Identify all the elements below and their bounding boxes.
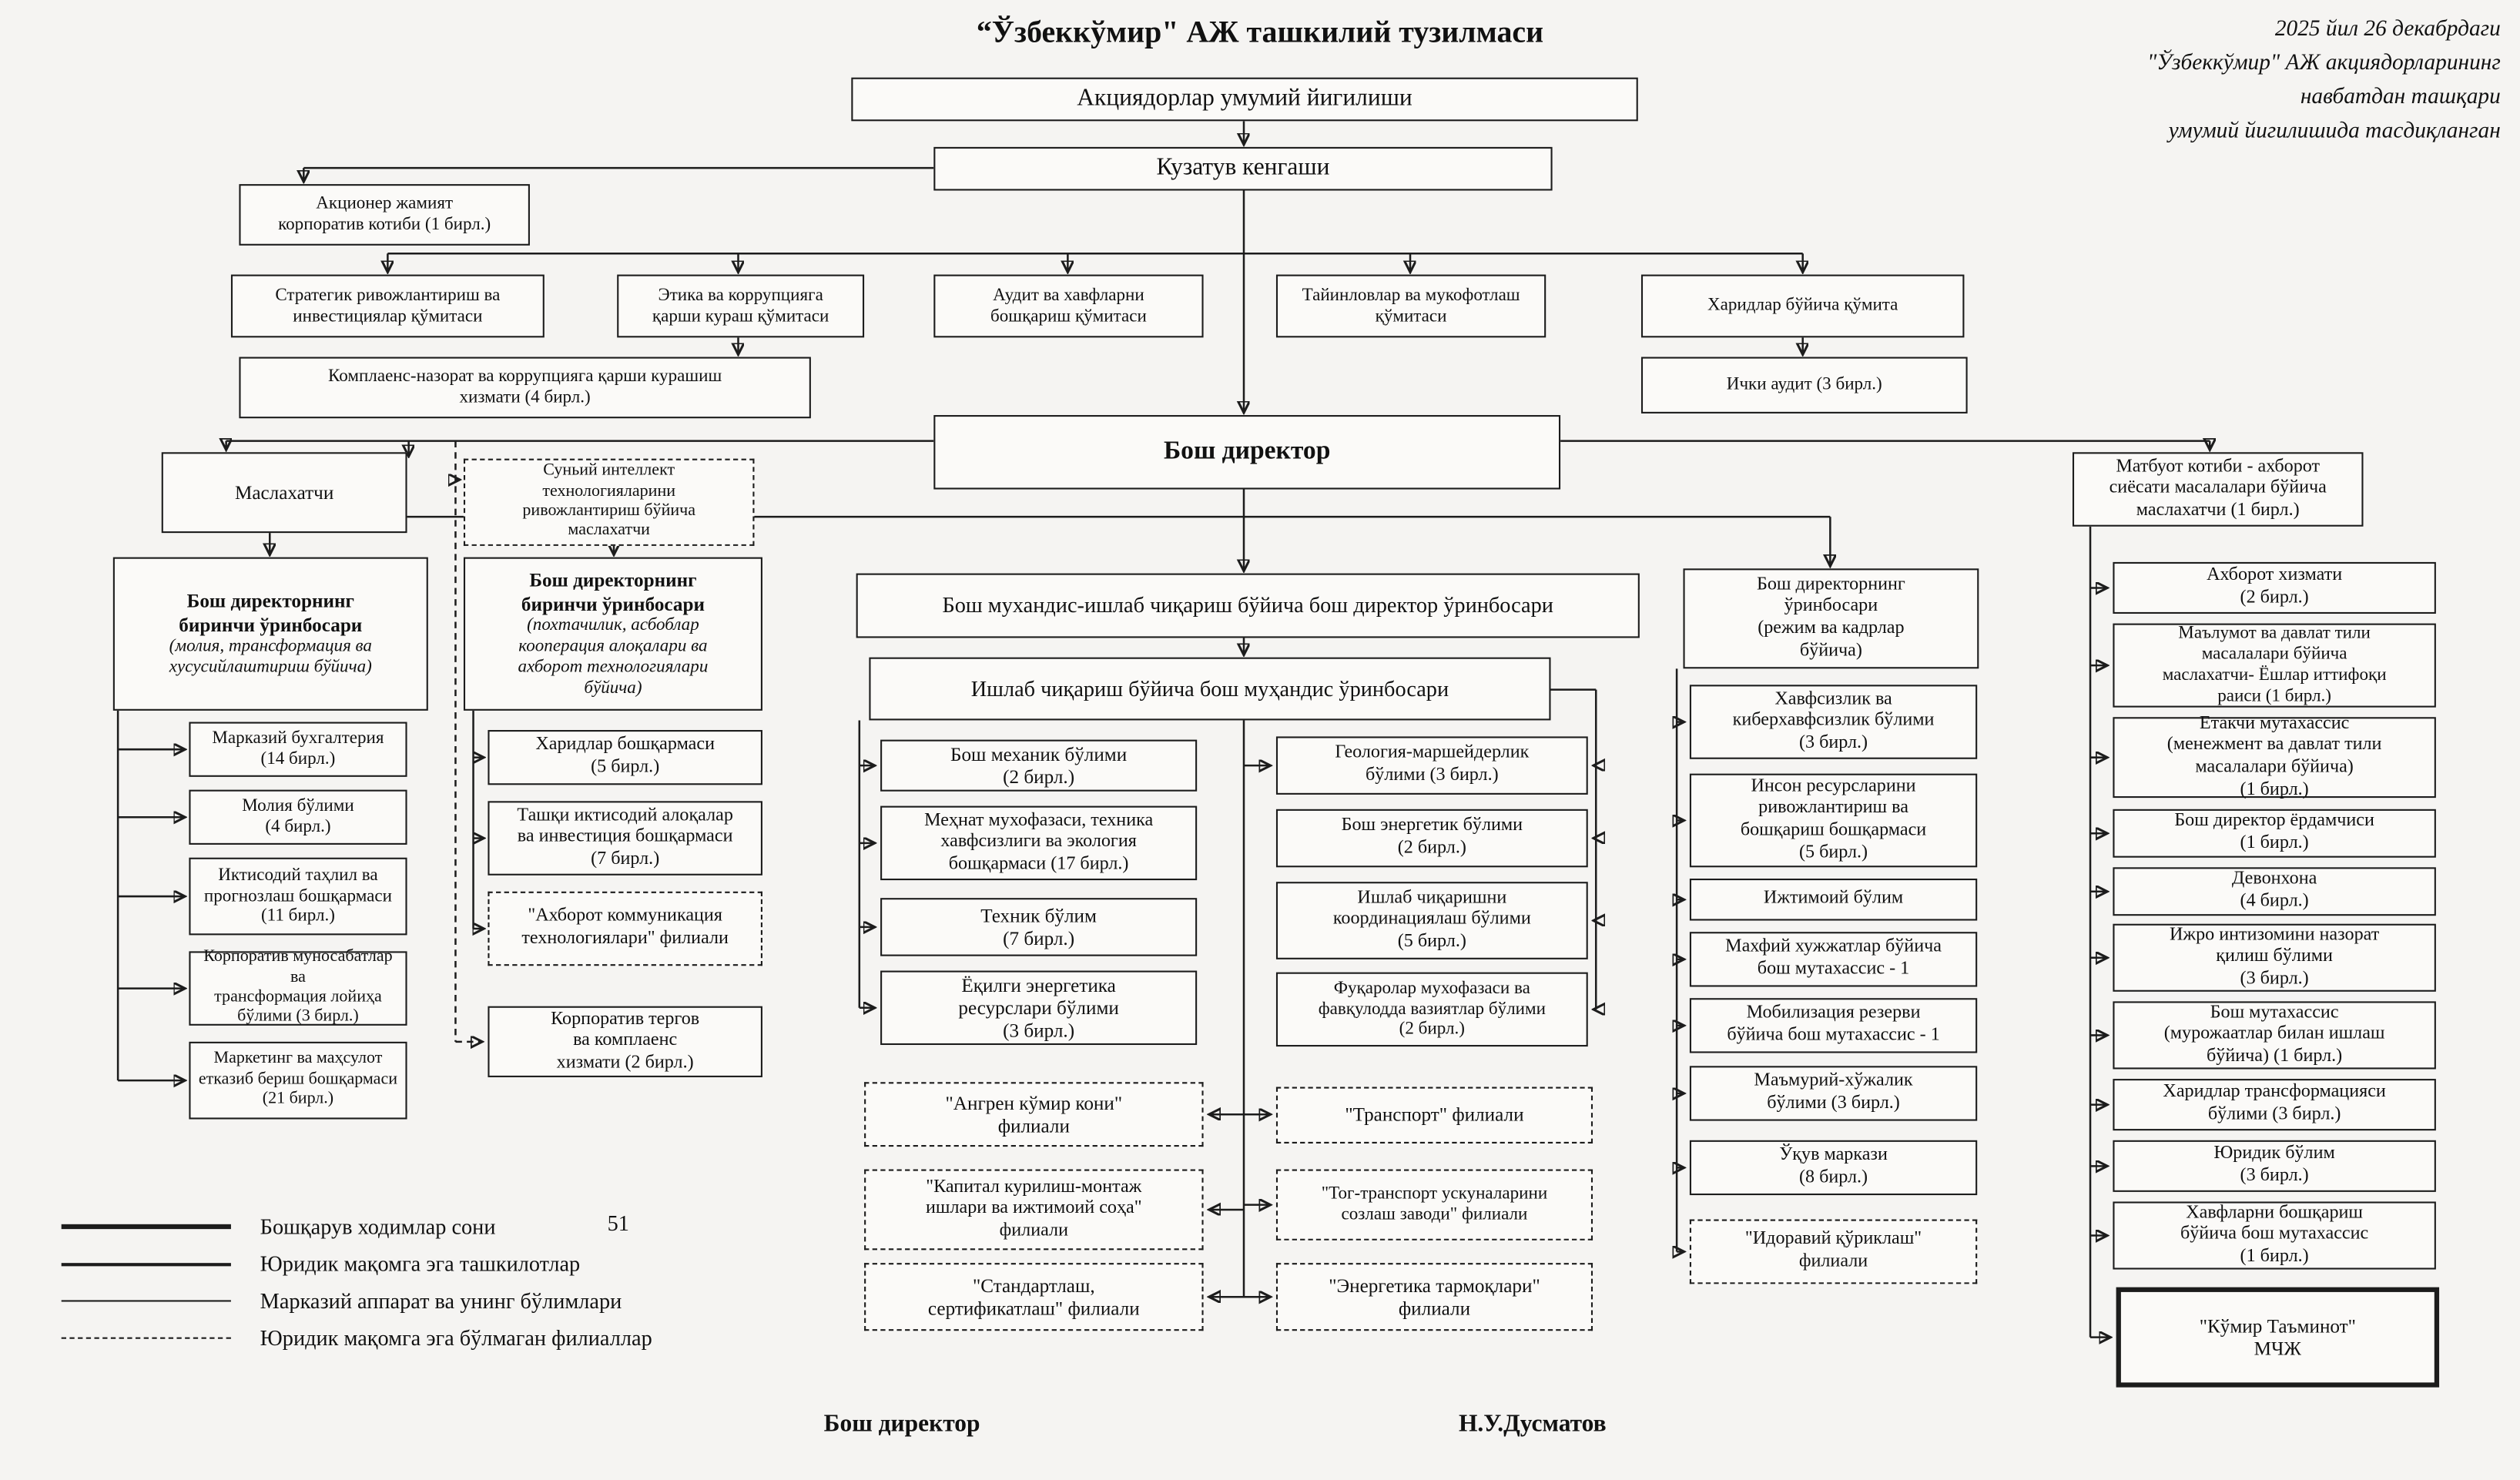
legend-staff-count-value: 51 (607, 1211, 629, 1236)
node-legal-dept: Юридик бўлим (3 бирл.) (2113, 1140, 2436, 1192)
node-committee-procurement: Харидлар бўйича қўмита (1640, 274, 1965, 338)
node-production-coordination: Ишлаб чиқаришни координациялаш бўлими (5… (1275, 882, 1588, 959)
page-title: “Ўзбеккўмир" АЖ ташкилий тузилмаси (976, 15, 1544, 51)
node-economic-analysis: Иктисодий таҳлил ва прогнозлаш бошқармас… (189, 857, 407, 936)
node-first-deputy-it: Бош директорнинг биринчи ўринбосари (пох… (463, 557, 762, 711)
node-foreign-economic: Ташқи иктисодий алоқалар ва инвестиция б… (488, 801, 762, 876)
node-admin-household: Маъмурий-хўжалик бўлими (3 бирл.) (1689, 1066, 1978, 1121)
node-procurement-dept: Харидлар бошқармаси (5 бирл.) (488, 730, 762, 785)
node-info-service: Ахборот хизмати (2 бирл.) (2113, 561, 2436, 614)
node-corporate-investigation: Корпоратив тергов ва комплаенс хизмати (… (488, 1006, 762, 1077)
deputy1-title: Бош директорнинг биринчи ўринбосари (179, 590, 363, 636)
node-risk-specialist: Хавфларни бошқариш бўйича бош мутахассис… (2113, 1201, 2436, 1270)
node-committee-audit: Аудит ва хавфларни бошқариш қўмитаси (933, 274, 1204, 338)
node-corporate-relations: Корпоратив муносабатлар ва трансформация… (189, 949, 407, 1026)
deputy2-title: Бош директорнинг биринчи ўринбосари (521, 569, 705, 615)
node-compliance-service: Комплаенс-назорат ва коррупцияга қарши к… (239, 357, 811, 419)
node-first-deputy-finance: Бош директорнинг биринчи ўринбосари (мол… (112, 557, 428, 711)
deputy2-subtitle: (похтачилик, асбоблар кооперация алоқала… (518, 614, 709, 698)
node-security-cyber: Хавфсизлик ва киберхавфсизлик бўлими (3 … (1689, 685, 1978, 759)
node-advisor: Маслахатчи (161, 452, 407, 534)
node-training-center: Ўқув маркази (8 бирл.) (1689, 1140, 1978, 1196)
node-committee-appointments: Тайинловлар ва мукофотлаш қўмитаси (1275, 274, 1547, 338)
legend-item-legal-entities: Юридик мақомга эга ташкилотлар (61, 1245, 740, 1282)
legend-label: Юридик мақомга эга ташкилотлар (260, 1251, 581, 1275)
node-technical-dept: Техник бўлим (7 бирл.) (880, 898, 1198, 956)
node-finance-dept: Молия бўлими (4 бирл.) (189, 789, 407, 845)
legend-label: Бошқарув ходимлар сони (260, 1214, 496, 1238)
node-ceo-assistant: Бош директор ёрдамчиси (1 бирл.) (2113, 809, 2436, 858)
node-press-secretary: Матбуот котиби - ахборот сиёсати масалал… (2072, 452, 2364, 527)
node-production-deputy: Ишлаб чиқариш бўйича бош муҳандис ўринбо… (869, 657, 1551, 721)
node-state-language-advisor: Маълумот ва давлат тили масалалари бўйич… (2113, 623, 2436, 708)
node-branch-angren-mine: "Ангрен кўмир кони" филиали (864, 1082, 1204, 1147)
node-labor-safety: Меҳнат мухофазаси, техника хавфсизлиги в… (880, 805, 1198, 881)
node-branch-transport: "Транспорт" филиали (1275, 1087, 1593, 1143)
legend-item-staff-count: Бошқарув ходимлар сони 51 (61, 1208, 740, 1245)
node-secret-documents: Махфий хужжатлар бўйича бош мутахассис -… (1689, 932, 1978, 987)
node-leading-specialist: Етакчи мутахассис (менежмент ва давлат т… (2113, 714, 2436, 799)
node-branch-standardization: "Стандартлаш, сертификатлаш" филиали (864, 1263, 1204, 1331)
legend-line-thin (61, 1300, 231, 1302)
node-corporate-secretary: Акционер жамият корпоратив котиби (1 бир… (239, 184, 530, 246)
node-committee-strategy: Стратегик ривожлантириш ва инвестициялар… (230, 274, 545, 338)
legend-line-thick (61, 1224, 231, 1230)
node-geology: Геология-маршейдерлик бўлими (3 бирл.) (1275, 736, 1588, 795)
node-procurement-transformation: Харидлар трансформацияси бўлими (3 бирл.… (2113, 1079, 2436, 1131)
signature-name: Н.У.Дусматов (1458, 1411, 1607, 1438)
node-chief-mechanic: Бош механик бўлими (2 бирл.) (880, 739, 1198, 792)
node-ai-advisor: Суньий интеллект технологияларини ривожл… (463, 458, 755, 546)
node-social-dept: Ижтимоий бўлим (1689, 878, 1978, 921)
node-chief-engineer-deputy: Бош мухандис-ишлаб чиқариш бўйича бош ди… (856, 573, 1640, 638)
legend-label: Марказий аппарат ва унинг бўлимлари (260, 1287, 622, 1313)
node-fuel-energy: Ёқилги энергетика ресурслари бўлими (3 б… (880, 970, 1198, 1046)
node-appeals-specialist: Бош мутахассис (мурожаатлар билан ишлаш … (2113, 1001, 2436, 1070)
node-central-accounting: Марказий бухгалтерия (14 бирл.) (189, 722, 407, 777)
node-branch-office-guard: "Идоравий қўриклаш" филиали (1689, 1219, 1978, 1284)
node-execution-discipline: Ижро интизомини назорат қилиш бўлими (3 … (2113, 923, 2436, 992)
node-mobilization-reserve: Мобилизация резерви бўйича бош мутахасси… (1689, 998, 1978, 1053)
node-civil-protection: Фуқаролар мухофазаси ва фавқулодда вазия… (1275, 972, 1588, 1047)
node-kumir-taminot-llc: "Кўмир Таъминот" МЧЖ (2116, 1287, 2440, 1388)
node-internal-audit: Ички аудит (3 бирл.) (1640, 357, 1968, 414)
legend: Бошқарув ходимлар сони 51 Юридик мақомга… (61, 1208, 740, 1357)
node-deputy-hr: Бош директорнинг ўринбосари (режим ва ка… (1683, 568, 1979, 669)
node-chief-energy: Бош энергетик бўлими (2 бирл.) (1275, 809, 1588, 868)
node-chancellery: Девонхона (4 бирл.) (2113, 867, 2436, 916)
node-shareholders-meeting: Акциядорлар умумий йигилиши (851, 77, 1638, 122)
node-ceo: Бош директор (933, 415, 1561, 490)
node-branch-capital-construction: "Капитал курилиш-монтаж ишлари ва ижтимо… (864, 1169, 1204, 1251)
legend-item-non-legal-branches: Юридик мақомга эга бўлмаган филиаллар (61, 1320, 740, 1357)
legend-line-dashed (61, 1337, 231, 1339)
node-ict-branch: "Ахборот коммуникация технологиялари" фи… (488, 891, 762, 966)
signature-position: Бош директор (823, 1411, 980, 1438)
node-marketing: Маркетинг ва маҳсулот етказиб бериш бошқ… (189, 1041, 407, 1120)
legend-item-central-apparatus: Марказий аппарат ва унинг бўлимлари (61, 1282, 740, 1319)
legend-line-medium (61, 1262, 231, 1266)
deputy1-subtitle: (молия, трансформация ва хусусийлаштириш… (169, 635, 372, 677)
node-branch-mining-transport-plant: "Тог-транспорт ускуналарини созлаш завод… (1275, 1169, 1593, 1241)
node-hr-development: Инсон ресурсларини ривожлантириш ва бошқ… (1689, 773, 1978, 868)
node-branch-energy-networks: "Энергетика тармоқлари" филиали (1275, 1263, 1593, 1331)
node-committee-ethics: Этика ва коррупцияга қарши кураш қўмитас… (617, 274, 865, 338)
approval-note: 2025 йил 26 декабрдаги "Ўзбеккўмир" АЖ а… (2146, 18, 2501, 144)
node-supervisory-board: Кузатув кенгаши (933, 146, 1553, 191)
legend-label: Юридик мақомга эга бўлмаган филиаллар (260, 1324, 652, 1350)
